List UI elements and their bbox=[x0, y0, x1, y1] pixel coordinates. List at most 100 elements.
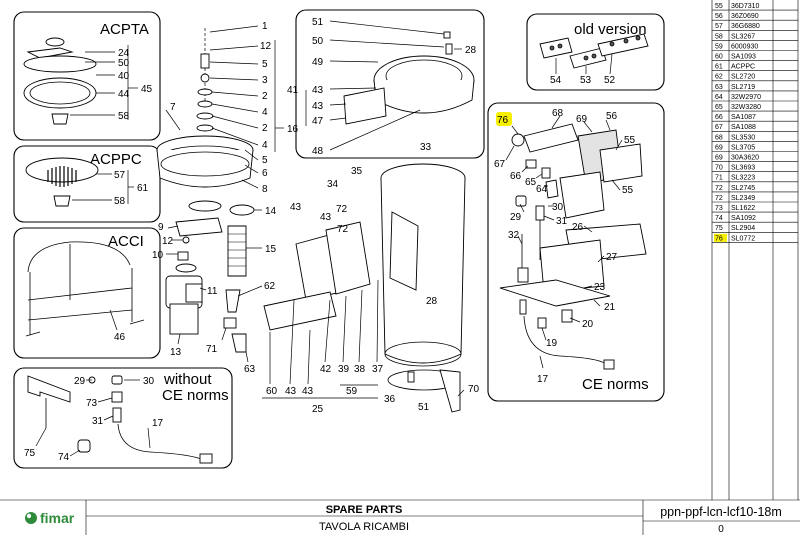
footer-model: ppn-ppf-lcn-lcf10-18m bbox=[660, 505, 782, 519]
callout-69: 69 bbox=[576, 114, 588, 125]
motor-part bbox=[169, 303, 199, 335]
callout-30: 30 bbox=[143, 376, 155, 387]
callout-2: 2 bbox=[262, 91, 268, 102]
table-row-number: 72 bbox=[715, 185, 723, 192]
table-row-number: 70 bbox=[715, 165, 723, 172]
table-row-code: SL3530 bbox=[731, 134, 755, 141]
table-row-number: 60 bbox=[715, 54, 723, 61]
callout-9: 9 bbox=[158, 222, 164, 233]
table-row-code: SA1088 bbox=[731, 124, 756, 131]
callout-56: 56 bbox=[606, 111, 618, 122]
panel-acppc: ACPPC 57 58 61 bbox=[13, 145, 161, 223]
funnel-part bbox=[225, 289, 241, 313]
callout-55: 55 bbox=[624, 135, 636, 146]
table-row-number: 68 bbox=[715, 134, 723, 141]
table-row-number: 73 bbox=[715, 205, 723, 212]
panel-acppc-title: ACPPC bbox=[90, 151, 142, 168]
callout-70: 70 bbox=[468, 384, 480, 395]
callout-49: 49 bbox=[312, 57, 324, 68]
table-row-code: 6000930 bbox=[731, 43, 758, 50]
footer-revision: 0 bbox=[718, 524, 724, 535]
callout-53: 53 bbox=[580, 75, 592, 86]
callout-26: 26 bbox=[572, 222, 584, 233]
table-row-code: ACPPC bbox=[731, 64, 755, 71]
table-row-code: SL1622 bbox=[731, 205, 755, 212]
table-row-code: SL2904 bbox=[731, 225, 755, 232]
callout-6: 6 bbox=[262, 168, 268, 179]
slicing-disc-part bbox=[25, 157, 99, 183]
callout-63: 63 bbox=[244, 364, 256, 375]
table-row-code: 36D7310 bbox=[731, 3, 760, 10]
title-block: fimar SPARE PARTS TAVOLA RICAMBI ppn-ppf… bbox=[0, 499, 800, 535]
table-row-code: SA1092 bbox=[731, 215, 756, 222]
callout-12b: 12 bbox=[162, 236, 174, 247]
callout-10: 10 bbox=[152, 250, 164, 261]
callout-4b: 4 bbox=[262, 140, 268, 151]
callout-43: 43 bbox=[312, 85, 324, 96]
callout-24: 24 bbox=[118, 48, 130, 59]
callout-45: 45 bbox=[141, 84, 153, 95]
base-frame-part bbox=[263, 291, 337, 331]
callout-57: 57 bbox=[114, 170, 126, 181]
highlight-76 bbox=[496, 112, 512, 126]
hub-part bbox=[51, 113, 69, 125]
callout-17: 17 bbox=[152, 418, 164, 429]
table-row-code: SA1087 bbox=[731, 114, 756, 121]
table-row-number: 66 bbox=[715, 114, 723, 121]
callout-42: 42 bbox=[320, 364, 332, 375]
callout-19: 19 bbox=[546, 338, 558, 349]
table-row-number: 63 bbox=[715, 84, 723, 91]
panel-acci-title: ACCI bbox=[108, 233, 144, 250]
callout-74: 74 bbox=[58, 452, 70, 463]
callout-27: 27 bbox=[606, 252, 618, 263]
table-row-number: 72 bbox=[715, 195, 723, 202]
cover-part bbox=[599, 143, 643, 183]
callout-41: 41 bbox=[287, 85, 299, 96]
base-plate-part bbox=[499, 279, 611, 307]
table-row-number: 55 bbox=[715, 3, 723, 10]
callout-32: 32 bbox=[508, 230, 520, 241]
callout-43d: 43 bbox=[320, 212, 332, 223]
table-row-code: SA1093 bbox=[731, 54, 756, 61]
callout-46: 46 bbox=[114, 332, 126, 343]
callout-73: 73 bbox=[86, 398, 98, 409]
callout-29b: 29 bbox=[510, 212, 522, 223]
table-row-number: 69 bbox=[715, 155, 723, 162]
table-row-number: 75 bbox=[715, 225, 723, 232]
callout-13: 13 bbox=[170, 347, 182, 358]
callout-75: 75 bbox=[24, 448, 36, 459]
callout-2b: 2 bbox=[262, 123, 268, 134]
table-row-code: SL2720 bbox=[731, 74, 755, 81]
callout-8: 8 bbox=[262, 184, 268, 195]
callout-52: 52 bbox=[604, 75, 616, 86]
table-row-number: 64 bbox=[715, 94, 723, 101]
callout-40: 40 bbox=[118, 71, 130, 82]
callout-25: 25 bbox=[312, 404, 324, 415]
callout-61: 61 bbox=[137, 183, 149, 194]
panel-without-ce: without CE norms 29 30 73 31 17 75 74 bbox=[13, 367, 233, 469]
callout-51: 51 bbox=[312, 17, 324, 28]
table-row-number: 65 bbox=[715, 104, 723, 111]
callout-12: 12 bbox=[260, 41, 272, 52]
callout-28b: 28 bbox=[426, 296, 438, 307]
disc-hub-part bbox=[53, 195, 71, 207]
fimar-logo-icon bbox=[25, 512, 37, 524]
callout-20: 20 bbox=[582, 319, 594, 330]
panel-old-version: old version 54 53 52 bbox=[526, 13, 665, 91]
callout-37: 37 bbox=[372, 364, 384, 375]
panel-plate-part bbox=[597, 33, 649, 57]
panel-without-ce-title-1: without bbox=[163, 371, 212, 388]
table-row-code: SL2745 bbox=[731, 185, 755, 192]
callout-44: 44 bbox=[118, 89, 130, 100]
callout-28: 28 bbox=[465, 45, 477, 56]
push-button-part bbox=[511, 133, 525, 147]
hopper-plate-part bbox=[343, 87, 387, 125]
callout-36: 36 bbox=[384, 394, 396, 405]
belt-part bbox=[175, 217, 223, 237]
elbow-part bbox=[231, 333, 247, 353]
table-row-highlight bbox=[714, 233, 727, 242]
callout-4: 4 bbox=[262, 107, 268, 118]
callout-64: 64 bbox=[536, 184, 548, 195]
